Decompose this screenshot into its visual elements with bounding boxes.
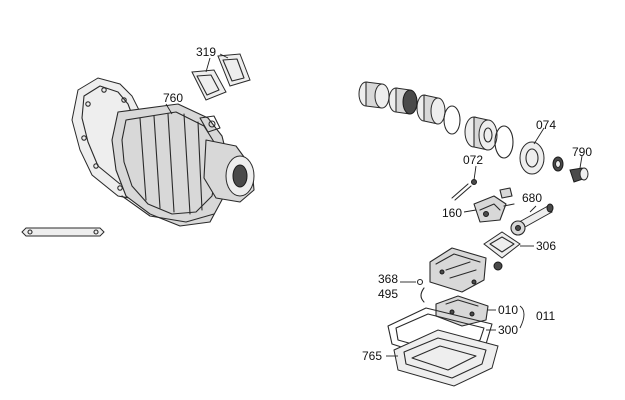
valve-body (429, 247, 487, 293)
callout-790: 790 (572, 145, 592, 159)
solenoid-160 (473, 187, 515, 223)
callout-160: 160 (442, 206, 462, 220)
seal-074 (519, 141, 564, 175)
callout-306: 306 (536, 239, 556, 253)
shaft-680 (510, 203, 554, 236)
callout-072: 072 (463, 153, 483, 167)
filler-tube (21, 227, 105, 237)
gasket-319 (191, 53, 251, 101)
oil-pan-765 (393, 329, 499, 387)
clip-368 (416, 278, 425, 303)
callout-765: 765 (362, 349, 382, 363)
callout-680: 680 (522, 191, 542, 205)
callout-011: 011 (536, 309, 555, 323)
callout-760: 760 (163, 91, 183, 105)
callout-010: 010 (498, 303, 518, 317)
leader-lines (165, 53, 583, 357)
callout-labels: 319 760 074 790 072 680 160 306 368 495 … (163, 45, 592, 363)
plate-306 (483, 231, 521, 271)
plug-790 (569, 167, 589, 183)
callout-319: 319 (196, 45, 216, 59)
callout-300: 300 (498, 323, 518, 337)
transmission-housing (71, 77, 255, 227)
callout-368: 368 (378, 272, 398, 286)
callout-495: 495 (378, 287, 398, 301)
callout-074: 074 (536, 118, 556, 132)
drum-sleeves (358, 81, 514, 159)
pin-072 (451, 179, 477, 201)
